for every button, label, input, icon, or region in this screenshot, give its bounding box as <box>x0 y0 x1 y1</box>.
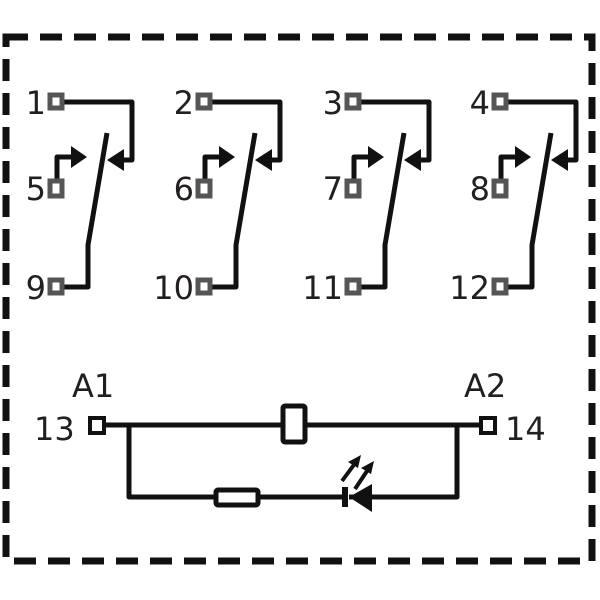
contact-group: 1 5 9 <box>26 84 135 307</box>
pin-14-label: 14 <box>505 410 546 448</box>
nc-pin-label: 6 <box>174 170 194 208</box>
arrow-icon <box>515 146 531 168</box>
contact-group: 4 8 12 <box>449 84 579 307</box>
no-pin-label: 10 <box>153 269 194 307</box>
terminal-common <box>491 92 509 111</box>
terminal-nc <box>47 178 65 199</box>
terminal-no <box>344 277 362 296</box>
contact-group: 2 6 10 <box>153 84 283 307</box>
terminal-a2 <box>479 416 497 435</box>
a1-label: A1 <box>72 367 114 405</box>
common-wire <box>60 99 135 163</box>
terminal-common <box>195 92 213 111</box>
a2-label: A2 <box>464 367 506 405</box>
led-branch-wire <box>126 425 460 500</box>
terminal-no <box>47 277 65 296</box>
resistor-symbol <box>213 487 261 508</box>
arrow-icon <box>107 149 124 171</box>
common-pin-label: 3 <box>323 84 343 122</box>
no-pin-label: 12 <box>449 269 490 307</box>
switch-arm <box>62 132 110 290</box>
common-pin-label: 2 <box>174 84 194 122</box>
light-emission-icon <box>340 455 374 491</box>
nc-pin-label: 8 <box>470 170 490 208</box>
arrow-icon <box>368 146 384 168</box>
arrow-icon <box>404 149 421 171</box>
nc-wire <box>54 154 72 181</box>
terminal-nc <box>491 178 509 199</box>
terminal-a1 <box>88 416 106 435</box>
nc-pin-label: 5 <box>26 170 46 208</box>
switch-arm <box>506 132 554 290</box>
terminal-no <box>491 277 509 296</box>
common-wire <box>504 99 579 163</box>
contact-group: 3 7 11 <box>302 84 432 307</box>
terminal-nc <box>344 178 362 199</box>
no-pin-label: 11 <box>302 269 343 307</box>
arrow-icon <box>255 149 272 171</box>
led-triangle <box>349 484 372 512</box>
common-wire <box>208 99 283 163</box>
arrow-icon <box>219 146 235 168</box>
nc-pin-label: 7 <box>323 170 343 208</box>
switch-arm <box>359 132 407 290</box>
coil-circuit: A1 A2 13 14 <box>34 367 546 512</box>
dashed-housing-border <box>2 33 596 565</box>
arrow-icon <box>71 146 87 168</box>
terminal-common <box>47 92 65 111</box>
common-wire <box>357 99 432 163</box>
terminal-no <box>195 277 213 296</box>
pin-13-label: 13 <box>34 410 75 448</box>
led-bar <box>342 487 348 507</box>
common-pin-label: 1 <box>26 84 46 122</box>
terminal-nc <box>195 178 213 199</box>
nc-wire <box>498 154 516 181</box>
switch-arm <box>210 132 258 290</box>
nc-wire <box>351 154 369 181</box>
arrow-icon <box>551 149 568 171</box>
nc-wire <box>202 154 220 181</box>
common-pin-label: 4 <box>470 84 490 122</box>
coil-symbol <box>280 403 308 445</box>
no-pin-label: 9 <box>26 269 46 307</box>
terminal-common <box>344 92 362 111</box>
